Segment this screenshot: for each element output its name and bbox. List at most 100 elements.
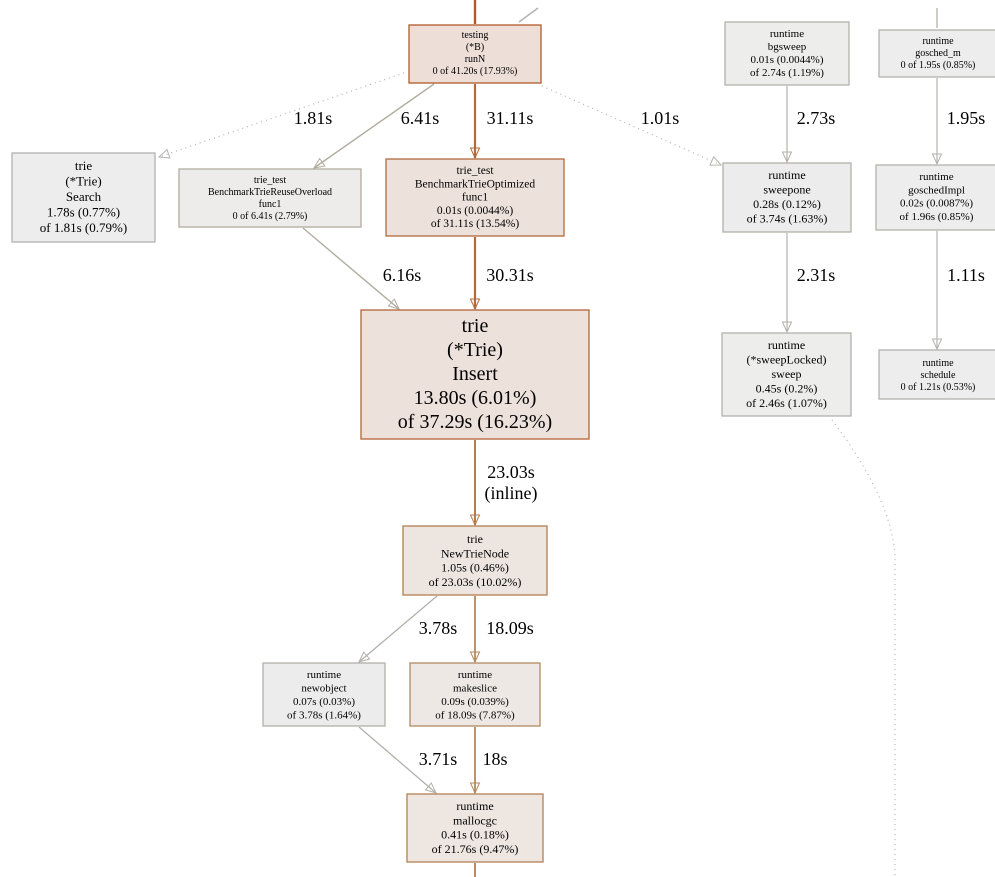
edge-label: 1.81s bbox=[294, 108, 333, 128]
node-box bbox=[402, 525, 548, 596]
node-box bbox=[406, 793, 544, 863]
node-label-line: 0 of 41.20s (17.93%) bbox=[433, 66, 518, 77]
node-label-line: trie_test bbox=[254, 175, 286, 186]
node-label-line: (*sweepLocked) bbox=[747, 353, 827, 367]
node-label-line: goschedImpl bbox=[908, 184, 965, 196]
edge-newobject-to-mallocgc: 3.71s bbox=[358, 726, 457, 794]
arrowhead bbox=[424, 782, 437, 794]
node-label-line: of 37.29s (16.23%) bbox=[398, 411, 552, 433]
edge-impl-to-schedule: 1.11s bbox=[931, 231, 985, 351]
node-label-line: 0.09s (0.039%) bbox=[441, 696, 509, 708]
edge-label: 30.31s bbox=[486, 265, 534, 285]
node-label-line: newobject bbox=[301, 683, 346, 695]
edge-gosched-to-impl: 1.95s bbox=[931, 78, 986, 166]
node-box bbox=[408, 24, 542, 84]
arrowhead bbox=[157, 148, 171, 159]
node-label-line: Insert bbox=[452, 363, 498, 385]
node-label-line: NewTrieNode bbox=[441, 546, 509, 560]
edge-label-inline: (inline) bbox=[485, 483, 538, 504]
edge-newnode-to-makeslice: 18.09s bbox=[469, 596, 534, 664]
node-label-line: 0 of 1.95s (0.85%) bbox=[901, 60, 976, 71]
node-label-line: runtime bbox=[456, 799, 493, 813]
node-box bbox=[878, 29, 995, 78]
node-label-line: runtime bbox=[922, 358, 954, 369]
incoming-edge-gosched bbox=[936, 8, 938, 28]
node-label-line: (*B) bbox=[466, 42, 484, 53]
node-box bbox=[722, 162, 852, 233]
edge-label: 1.11s bbox=[947, 265, 985, 285]
node-label-line: trie bbox=[467, 532, 483, 546]
node-label-line: 1.78s (0.77%) bbox=[47, 205, 120, 220]
edge-runN-to-optimized: 31.11s bbox=[469, 84, 534, 160]
node-optimized-func1[interactable]: trie_testBenchmarkTrieOptimizedfunc10.01… bbox=[385, 158, 565, 237]
node-label-line: (*Trie) bbox=[65, 174, 101, 189]
node-box bbox=[262, 662, 386, 727]
node-label-line: Search bbox=[66, 189, 102, 204]
node-label-line: bgsweep bbox=[768, 41, 807, 53]
node-label-line: 0.41s (0.18%) bbox=[441, 828, 509, 842]
edge-runN-to-search: 1.81s bbox=[157, 72, 405, 159]
edge-label: 1.01s bbox=[641, 108, 680, 128]
node-label-line: runN bbox=[465, 54, 486, 65]
node-label-line: 0 of 6.41s (2.79%) bbox=[233, 211, 308, 222]
node-label-line: runtime bbox=[922, 36, 954, 47]
node-label-line: 0.02s (0.0087%) bbox=[900, 198, 973, 210]
edge-label: 31.11s bbox=[487, 108, 534, 128]
edge-label: 6.16s bbox=[383, 265, 422, 285]
edge-newnode-to-newobject: 3.78s bbox=[358, 595, 458, 663]
edge-optimized-to-insert: 30.31s bbox=[469, 237, 534, 311]
node-label-line: of 3.78s (1.64%) bbox=[287, 710, 361, 722]
node-label-line: runtime bbox=[770, 28, 804, 40]
node-label-line: sweepone bbox=[763, 183, 810, 197]
edge-reuse-to-insert: 6.16s bbox=[302, 227, 422, 310]
node-label-line: of 18.09s (7.87%) bbox=[435, 710, 515, 722]
node-box bbox=[178, 168, 362, 228]
edge-label: 1.95s bbox=[947, 108, 986, 128]
edge-runN-to-reuse: 6.41s bbox=[313, 83, 440, 169]
node-reuse-overload-func1[interactable]: trie_testBenchmarkTrieReuseOverloadfunc1… bbox=[178, 168, 362, 228]
node-label-line: 0.01s (0.0044%) bbox=[750, 54, 823, 66]
node-label-line: trie bbox=[462, 315, 489, 337]
node-label-line: mallocgc bbox=[453, 813, 497, 827]
arrowhead bbox=[469, 514, 481, 527]
node-label-line: func1 bbox=[462, 192, 488, 204]
arrowhead bbox=[709, 155, 723, 166]
node-box bbox=[385, 158, 565, 237]
node-box bbox=[721, 332, 852, 417]
edge-runN-to-sweepone: 1.01s bbox=[541, 85, 723, 166]
edge-bgsweep-to-sweepone: 2.73s bbox=[781, 86, 835, 164]
node-box bbox=[878, 349, 995, 400]
node-label-line: makeslice bbox=[453, 683, 497, 695]
edge-label: 6.41s bbox=[401, 108, 440, 128]
node-label-line: of 21.76s (9.47%) bbox=[432, 842, 519, 856]
incoming-edge-runN bbox=[473, 0, 477, 24]
arrowhead bbox=[387, 298, 400, 310]
node-label-line: runtime bbox=[307, 669, 341, 681]
edge-label: 18s bbox=[482, 749, 507, 769]
node-label-line: runtime bbox=[458, 669, 492, 681]
node-box bbox=[875, 164, 995, 231]
node-label-line: of 3.74s (1.63%) bbox=[747, 212, 828, 226]
node-label-line: 1.05s (0.46%) bbox=[441, 561, 509, 575]
node-label-line: runtime bbox=[768, 168, 805, 182]
node-box bbox=[11, 152, 156, 243]
node-label-line: runtime bbox=[919, 171, 953, 183]
node-label-line: 0.45s (0.2%) bbox=[756, 382, 818, 396]
arrowhead bbox=[931, 153, 943, 166]
incoming-edge-runN-secondary bbox=[518, 7, 539, 23]
edge-label: 3.78s bbox=[419, 618, 458, 638]
